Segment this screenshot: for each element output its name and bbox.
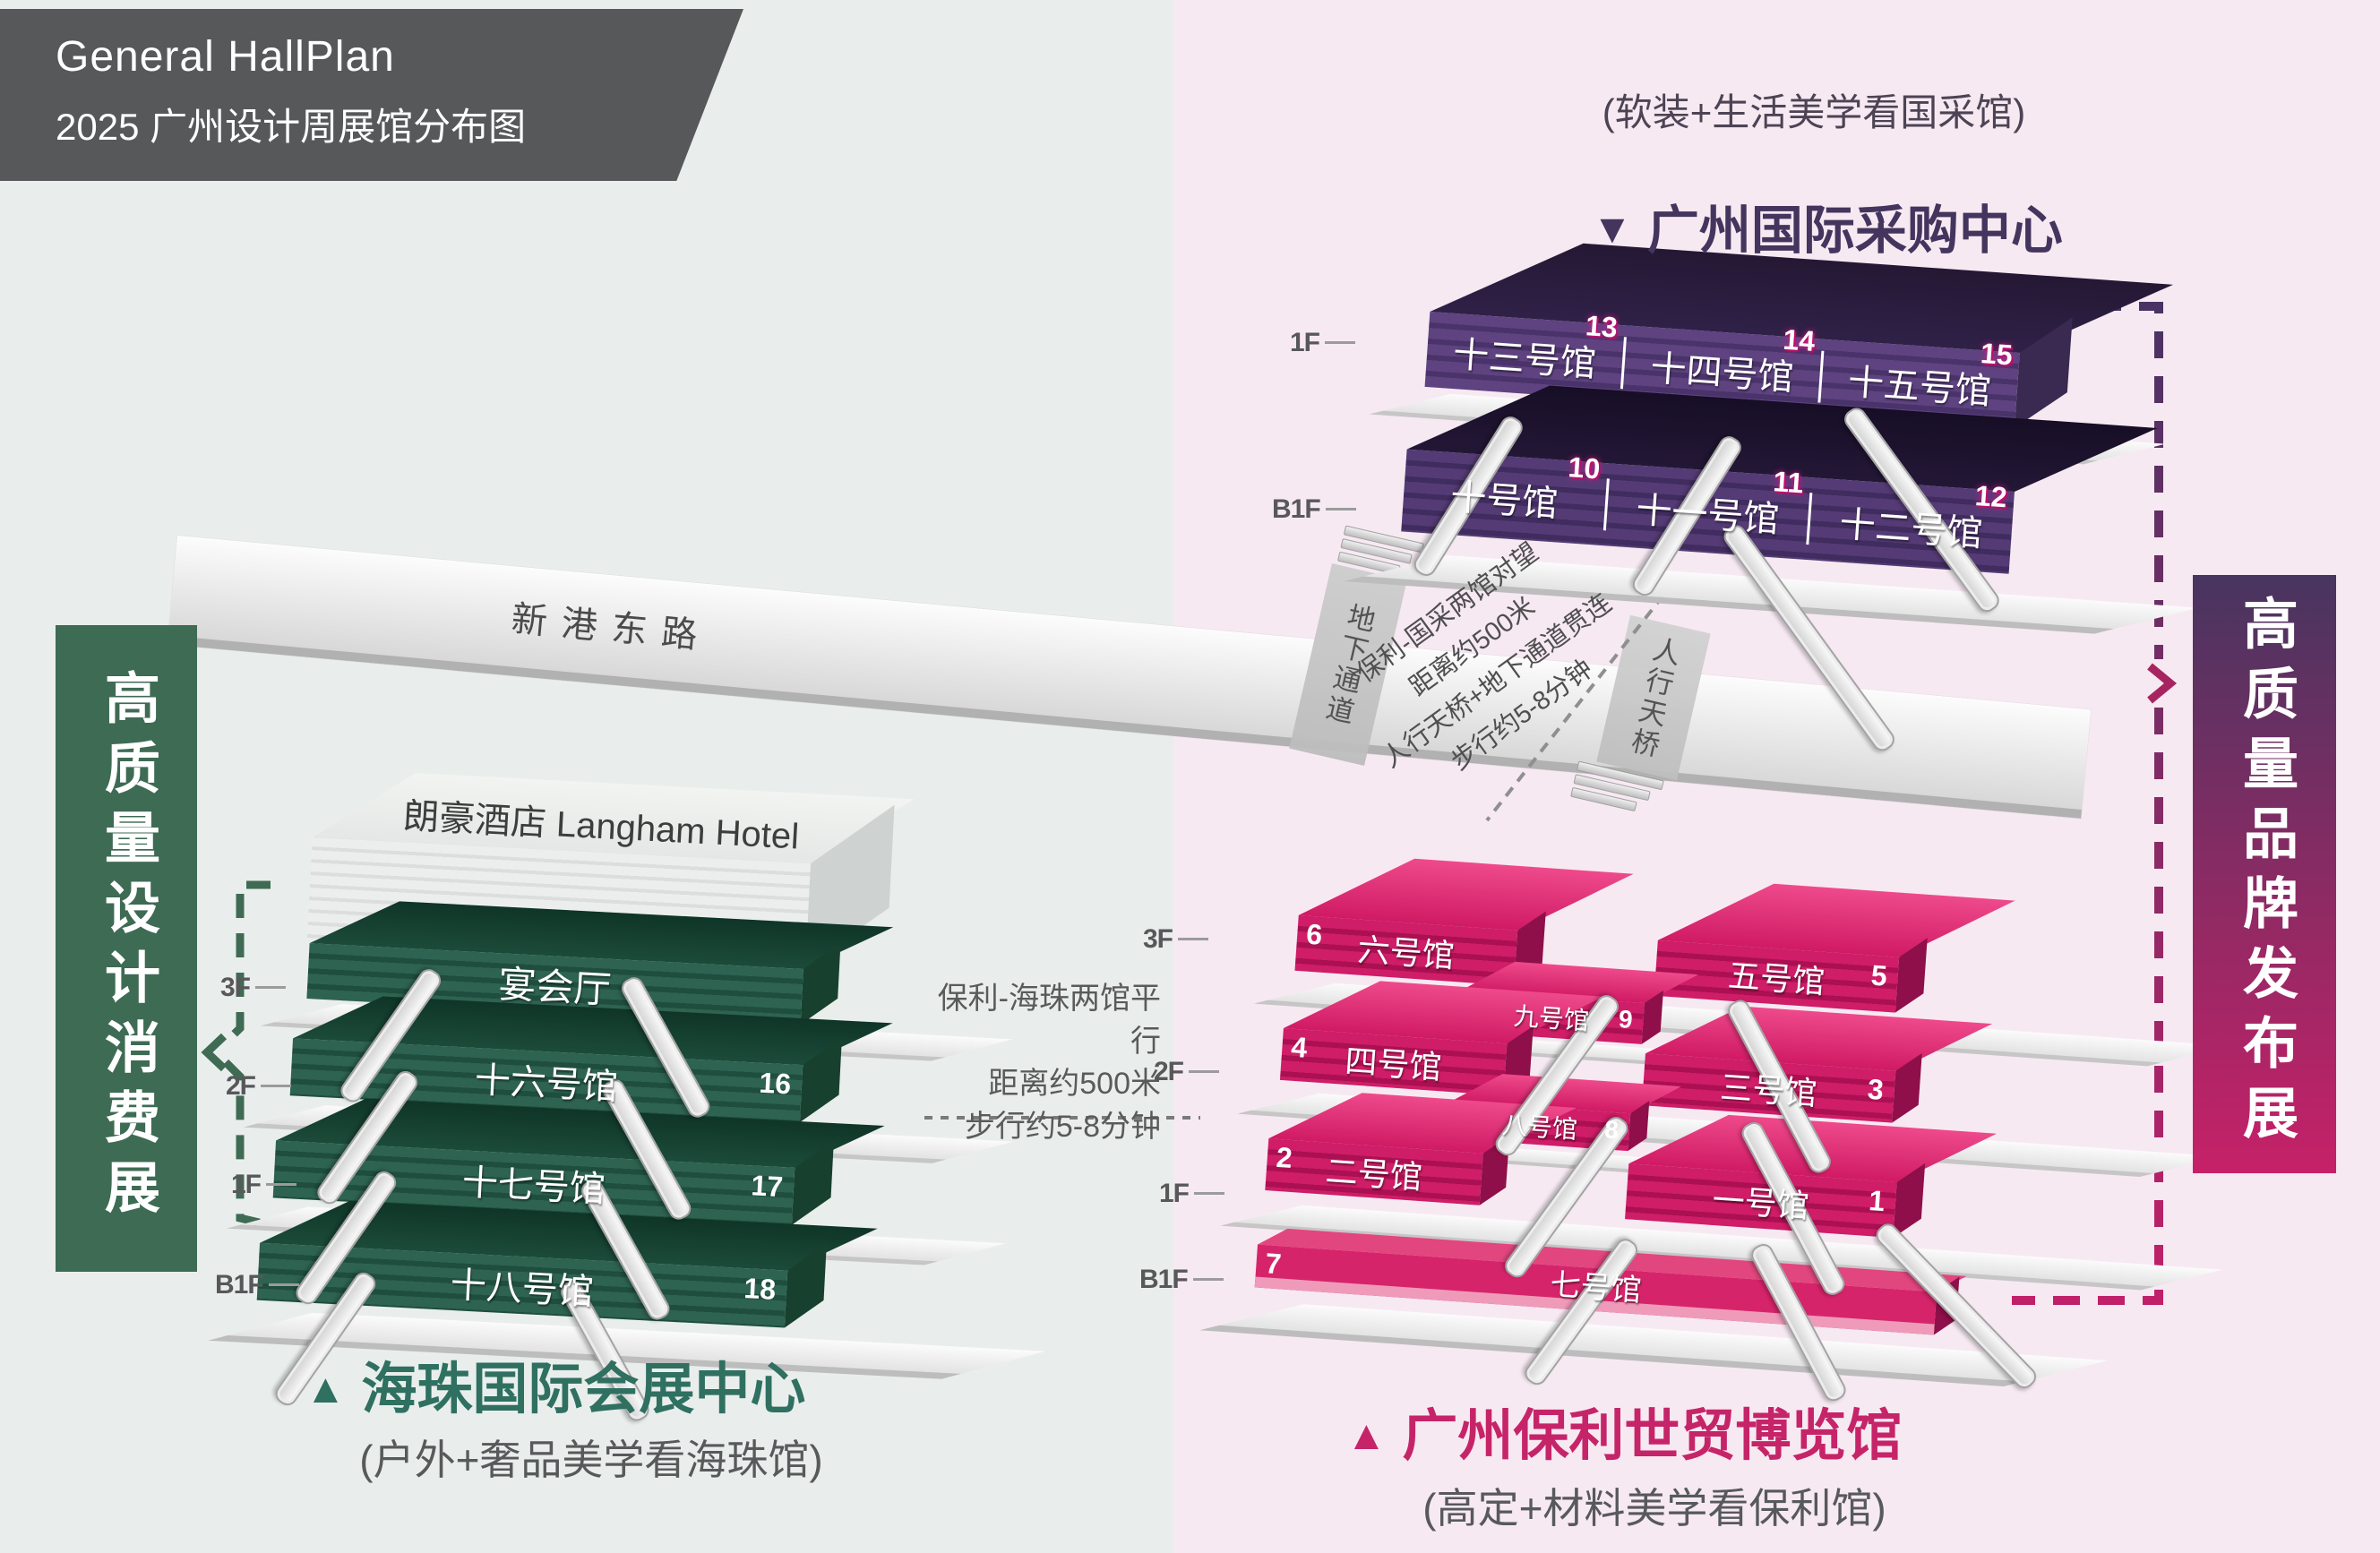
hall-2: 2 二号馆 xyxy=(1265,1093,1577,1206)
hall-13-number: 13 xyxy=(1584,309,1619,344)
road-label: 新港东路 xyxy=(510,599,714,657)
annotation-line: 保利-海珠两馆平行 xyxy=(937,982,1161,1059)
hall-12-number: 12 xyxy=(1973,479,2008,514)
haizhu-floor-label-b1f: B1F xyxy=(215,1270,269,1300)
guocai-title-text: 广州国际采购中心 xyxy=(1646,202,2063,260)
banner-right-text: 高质量品牌发布展 xyxy=(2234,595,2296,1154)
hall-6: 6 六号馆 xyxy=(1294,858,1634,986)
poly-title-text: 广州保利世贸博览馆 xyxy=(1402,1405,1903,1467)
page-title: General HallPlan xyxy=(56,33,395,81)
hall-13: 13 十三号馆 xyxy=(1425,309,1624,389)
hall-17-number: 17 xyxy=(750,1169,785,1204)
hall-9-label: 九号馆 xyxy=(1512,1001,1590,1035)
hall-8-number: 8 xyxy=(1603,1115,1620,1145)
hall-4-number: 4 xyxy=(1290,1030,1309,1064)
poly-title: ▲ 广州保利世贸博览馆 xyxy=(1337,1390,1911,1471)
haizhu-subtitle: (户外+奢品美学看海珠馆) xyxy=(359,1437,823,1483)
haizhu-floor-label-3f: 3F xyxy=(220,973,274,1003)
hall-11-label: 十一号馆 xyxy=(1634,490,1781,540)
annotation-line: 距离约500米 xyxy=(988,1067,1161,1102)
hall-5-number: 5 xyxy=(1869,958,1888,992)
banquet-hall-label: 宴会厅 xyxy=(497,962,613,1011)
hall-4-label: 四号馆 xyxy=(1344,1042,1443,1086)
hall-1-label: 一号馆 xyxy=(1711,1180,1810,1225)
guocai-floor-label-b1f: B1F xyxy=(1272,494,1326,525)
down-triangle-icon: ▼ xyxy=(1592,205,1633,252)
hall-16-number: 16 xyxy=(758,1066,793,1101)
guocai-subtitle: (软装+生活美学看国采馆) xyxy=(1602,91,2026,133)
banner-design-consumption: 高质量设计消费展 xyxy=(56,625,197,1272)
poly-floor-label-b1f: B1F xyxy=(1139,1265,1193,1295)
haizhu-floor-label-1f: 1F xyxy=(231,1170,285,1200)
hall-11-number: 11 xyxy=(1772,465,1805,500)
up-triangle-icon: ▲ xyxy=(1345,1411,1388,1458)
guocai-floor-label-1f: 1F xyxy=(1290,328,1344,358)
hall-16-label: 十六号馆 xyxy=(473,1060,619,1108)
banner-brand-release: 高质量品牌发布展 xyxy=(2193,575,2336,1173)
hall-2-label: 二号馆 xyxy=(1324,1152,1424,1197)
hall-17-label: 十七号馆 xyxy=(460,1163,606,1210)
hall-3-label: 三号馆 xyxy=(1719,1068,1818,1112)
hall-1-number: 1 xyxy=(1868,1184,1886,1218)
banner-left-text: 高质量设计消费展 xyxy=(96,669,158,1228)
hall-10-number: 10 xyxy=(1567,450,1602,485)
poly-floor-label-1f: 1F xyxy=(1159,1179,1213,1209)
haizhu-building: 朗豪酒店 Langham Hotel 宴会厅 十六号馆 16 十七号馆 17 xyxy=(208,766,1045,1425)
hall-15-label: 十五号馆 xyxy=(1846,362,1993,412)
hall-14-number: 14 xyxy=(1782,322,1817,358)
page-subtitle: 2025 广州设计周展馆分布图 xyxy=(56,106,527,148)
hall-2-number: 2 xyxy=(1275,1140,1293,1174)
hall-18-label: 十八号馆 xyxy=(449,1265,595,1313)
hall-6-number: 6 xyxy=(1305,917,1324,951)
poly-building: 6 六号馆 五号馆 5 九号馆 9 4 四号馆 三号馆 3 xyxy=(1199,858,2230,1418)
haizhu-title-text: 海珠国际会展中心 xyxy=(361,1359,806,1420)
haizhu-title: ▲ 海珠国际会展中心 xyxy=(269,1343,842,1424)
hall-3-number: 3 xyxy=(1866,1072,1886,1106)
hall-12-label: 十二号馆 xyxy=(1838,504,1984,554)
up-triangle-icon: ▲ xyxy=(305,1365,347,1411)
annotation-poly-haizhu: 保利-海珠两馆平行 距离约500米 步行约5-8分钟 xyxy=(914,978,1161,1148)
hall-7-label: 七号馆 xyxy=(1549,1266,1643,1308)
annotation-line: 步行约5-8分钟 xyxy=(964,1109,1161,1144)
hall-14-label: 十四号馆 xyxy=(1649,348,1795,399)
hall-1: 一号馆 1 xyxy=(1625,1114,1998,1239)
hall-18-number: 18 xyxy=(743,1272,778,1306)
poly-floor-label-2f: 2F xyxy=(1154,1057,1207,1087)
hall-5-label: 五号馆 xyxy=(1726,957,1826,1000)
green-arrow-icon xyxy=(201,1033,228,1072)
hall-6-label: 六号馆 xyxy=(1356,931,1456,975)
hall-9-number: 9 xyxy=(1617,1005,1634,1034)
hall-8-label: 八号馆 xyxy=(1500,1111,1578,1145)
hall-7-number: 7 xyxy=(1264,1247,1283,1281)
hall-15-number: 15 xyxy=(1979,337,2014,372)
hall-13-label: 十三号馆 xyxy=(1451,334,1598,385)
hall-4: 4 四号馆 xyxy=(1279,981,1604,1096)
poly-subtitle: (高定+材料美学看保利馆) xyxy=(1422,1485,1886,1532)
haizhu-floor-label-2f: 2F xyxy=(226,1071,279,1102)
title-box: General HallPlan 2025 广州设计周展馆分布图 xyxy=(0,9,743,181)
poly-floor-label-3f: 3F xyxy=(1143,924,1197,955)
guocai-title: ▼ 广州国际采购中心 xyxy=(1478,188,2177,263)
hall-12: 12 十二号馆 xyxy=(1806,479,2014,559)
